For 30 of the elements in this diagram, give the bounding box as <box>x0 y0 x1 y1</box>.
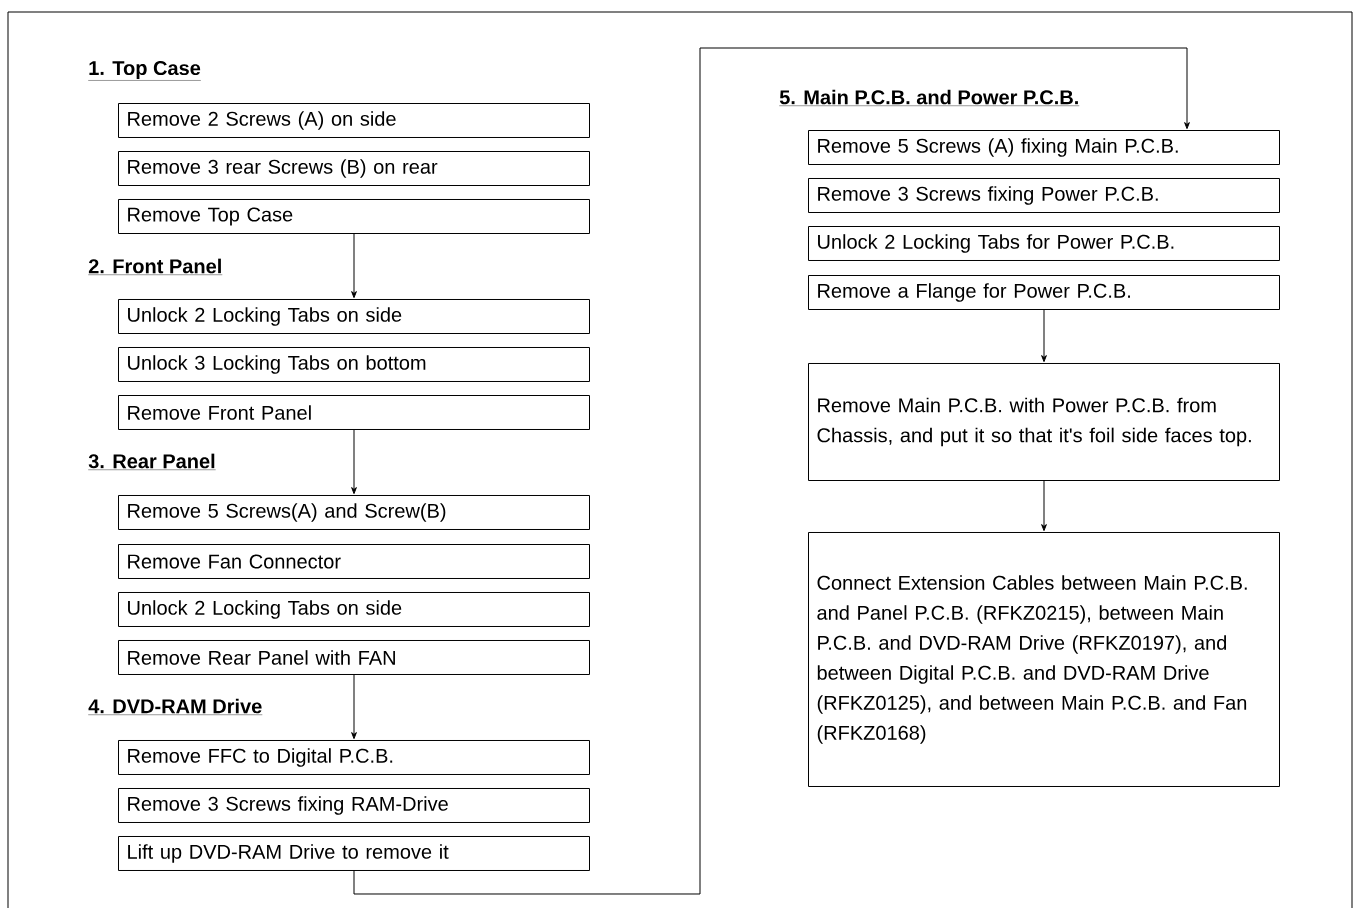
step-box: Remove 3 rear Screws (B) on rear <box>118 151 590 186</box>
step-box: Remove a Flange for Power P.C.B. <box>808 275 1280 310</box>
step-box: Unlock 3 Locking Tabs on bottom <box>118 347 590 382</box>
arrow <box>1041 309 1047 363</box>
arrow <box>351 674 357 740</box>
section-heading: 2. Front Panel <box>88 258 223 275</box>
step-box: Remove Top Case <box>118 199 590 234</box>
step-box: Remove FFC to Digital P.C.B. <box>118 740 590 775</box>
step-box: Remove Front Panel <box>118 395 590 430</box>
section-heading: 4. DVD-RAM Drive <box>88 698 263 715</box>
arrow <box>351 429 357 495</box>
step-box: Remove 3 Screws fixing Power P.C.B. <box>808 178 1280 213</box>
step-box: Remove Fan Connector <box>118 544 590 579</box>
step-box: Lift up DVD-RAM Drive to remove it <box>118 836 590 871</box>
step-box: Remove Rear Panel with FAN <box>118 640 590 675</box>
step-box: Unlock 2 Locking Tabs on side <box>118 299 590 334</box>
section-heading: 3. Rear Panel <box>88 453 216 470</box>
step-box: Remove 2 Screws (A) on side <box>118 103 590 138</box>
step-box: Unlock 2 Locking Tabs for Power P.C.B. <box>808 226 1280 261</box>
step-box: Remove 5 Screws(A) and Screw(B) <box>118 495 590 530</box>
arrow <box>351 233 357 299</box>
arrow <box>353 47 1190 895</box>
step-box: Connect Extension Cables between Main P.C.B. and Panel P.C.B. (RFKZ0215), between Main P.C.B. and DVD-RAM Drive (RFKZ0197), and between Digital P.C.B. and DVD-RAM Drive (RFKZ0125), and between Main P.C.B. and Fan (RFKZ0168) <box>808 532 1280 787</box>
step-box: Unlock 2 Locking Tabs on side <box>118 592 590 627</box>
section-heading: 1. Top Case <box>88 60 202 81</box>
step-box: Remove Main P.C.B. with Power P.C.B. from Chassis, and put it so that it's foil side faces top. <box>808 363 1280 481</box>
step-box: Remove 5 Screws (A) fixing Main P.C.B. <box>808 130 1280 165</box>
section-heading: 5. Main P.C.B. and Power P.C.B. <box>779 89 1080 106</box>
step-box: Remove 3 Screws fixing RAM-Drive <box>118 788 590 823</box>
arrow <box>1041 480 1047 532</box>
